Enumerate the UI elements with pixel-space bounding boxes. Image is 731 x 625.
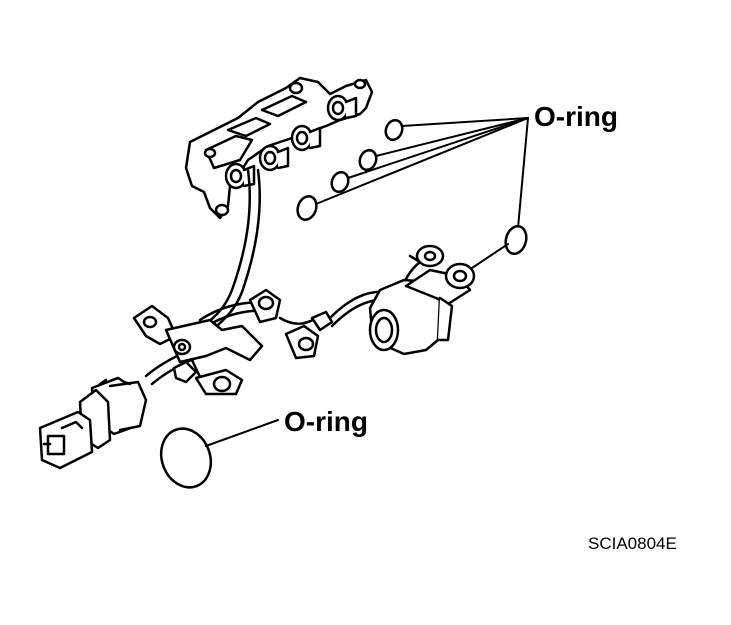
ring-terminal	[408, 244, 445, 268]
solenoid-o-rings	[296, 118, 404, 221]
connector-o-ring	[159, 419, 279, 489]
oring-leader-lines-top	[315, 117, 529, 229]
o-ring-label-bottom: O-ring	[284, 406, 368, 437]
solenoid-valve-assembly	[184, 76, 374, 220]
terminal-connector	[38, 376, 148, 470]
o-ring-label-top: O-ring	[534, 101, 618, 132]
figure-code: SCIA0804E	[588, 534, 677, 553]
fluid-temperature-sensor	[368, 262, 476, 356]
sensor-o-ring	[471, 224, 528, 269]
harness-bracket	[132, 288, 334, 396]
